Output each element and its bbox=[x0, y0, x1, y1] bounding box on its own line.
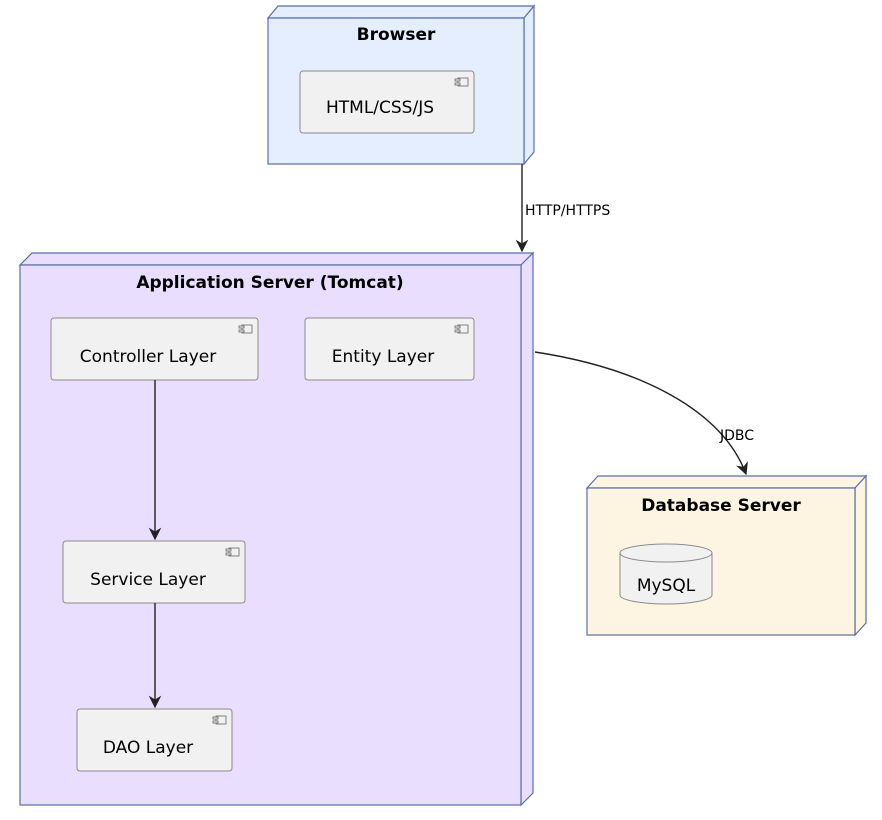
component-icon bbox=[212, 715, 227, 725]
component-label: Service Layer bbox=[90, 570, 206, 590]
database-server-node-side bbox=[854, 474, 867, 637]
app-server-node: Application Server (Tomcat) Controller L… bbox=[18, 251, 535, 807]
database-server-node: Database Server MySQL bbox=[585, 474, 868, 637]
component-label: DAO Layer bbox=[103, 738, 193, 758]
browser-node: Browser HTML/CSS/JS bbox=[266, 4, 536, 166]
component-icon bbox=[454, 324, 469, 334]
browser-node-title: Browser bbox=[357, 25, 436, 45]
browser-node-top bbox=[266, 5, 536, 19]
database-label: MySQL bbox=[637, 576, 696, 596]
component-controller-layer: Controller Layer bbox=[50, 317, 259, 381]
edge-label-http: HTTP/HTTPS bbox=[525, 203, 610, 219]
component-label: HTML/CSS/JS bbox=[326, 98, 434, 118]
app-server-node-side bbox=[520, 251, 534, 807]
database-mysql: MySQL bbox=[619, 543, 713, 605]
component-entity-layer: Entity Layer bbox=[304, 317, 475, 381]
component-icon bbox=[238, 324, 253, 334]
component-label: Entity Layer bbox=[332, 347, 434, 367]
database-server-node-title: Database Server bbox=[641, 496, 801, 516]
edge-label-jdbc: JDBC bbox=[719, 428, 754, 444]
app-server-node-title: Application Server (Tomcat) bbox=[136, 273, 403, 293]
component-icon bbox=[225, 547, 240, 557]
component-service-layer: Service Layer bbox=[62, 540, 246, 604]
database-server-node-top bbox=[585, 475, 868, 489]
component-html-css-js: HTML/CSS/JS bbox=[299, 70, 475, 134]
database-cylinder-icon bbox=[619, 553, 713, 605]
browser-node-side bbox=[523, 4, 535, 166]
component-label: Controller Layer bbox=[80, 347, 216, 367]
component-icon bbox=[454, 77, 469, 87]
app-server-node-top bbox=[18, 252, 535, 266]
edge-app-server-to-database bbox=[534, 351, 748, 476]
component-dao-layer: DAO Layer bbox=[76, 708, 233, 772]
